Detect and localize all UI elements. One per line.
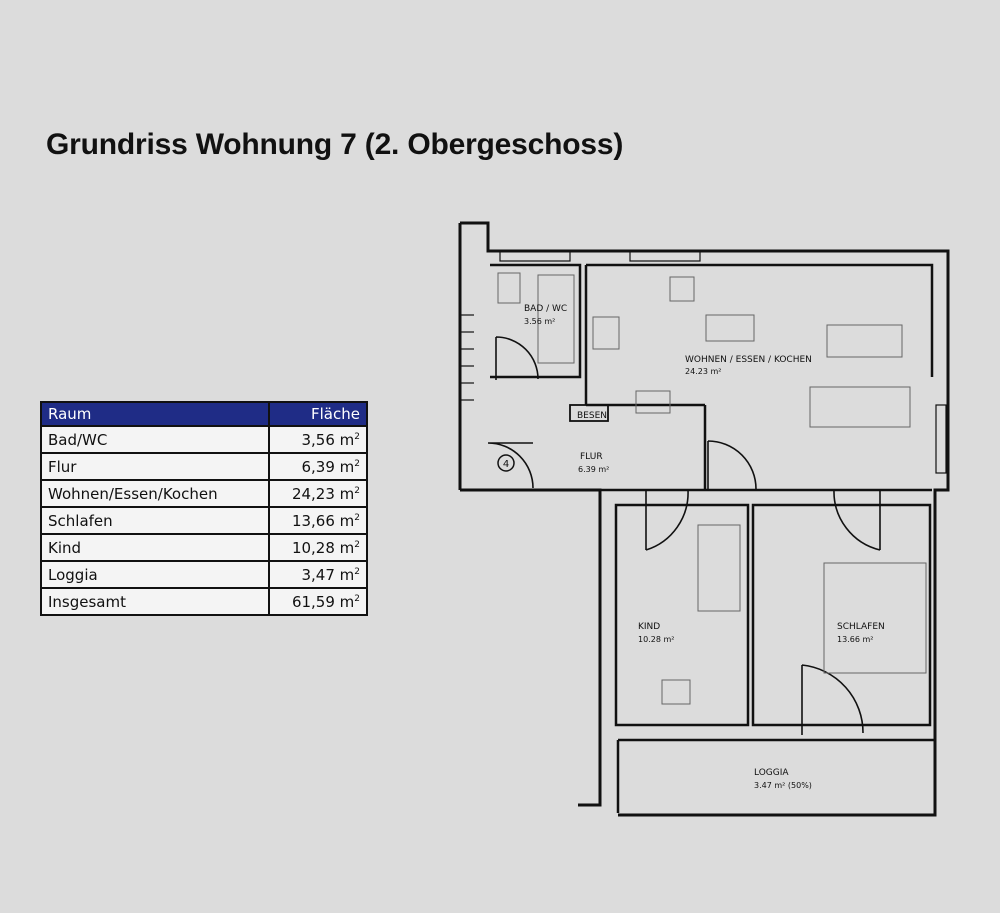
table-header-row: Raum Fläche [40, 401, 368, 427]
room-name: Schlafen [40, 506, 270, 535]
room-label-bad: BAD / WC [524, 304, 567, 314]
room-area-bad: 3.56 m² [524, 317, 555, 326]
room-area-kind: 10.28 m² [638, 635, 674, 644]
room-label-loggia: LOGGIA [754, 768, 789, 778]
table-row: Loggia 3,47 m2 [40, 560, 368, 589]
floor-plan: 4 BAD / WC 3.56 m² WOHNEN / ESSEN / KOCH… [458, 221, 950, 817]
room-area: 3,56 m2 [268, 425, 368, 454]
windows [460, 250, 947, 474]
doors [487, 336, 881, 735]
table-row-total: Insgesamt 61,59 m2 [40, 587, 368, 616]
room-name: Kind [40, 533, 270, 562]
header-room: Raum [40, 401, 270, 427]
header-area: Fläche [268, 401, 368, 427]
table-row: Wohnen/Essen/Kochen 24,23 m2 [40, 479, 368, 508]
room-area-wohnen: 24.23 m² [685, 367, 721, 376]
table-row: Schlafen 13,66 m2 [40, 506, 368, 535]
room-area-flur: 6.39 m² [578, 465, 609, 474]
room-area: 13,66 m2 [268, 506, 368, 535]
entry-number-badge [497, 454, 515, 472]
room-label-schlafen: SCHLAFEN [837, 622, 885, 632]
room-label-kind: KIND [638, 622, 660, 632]
interior-walls [460, 263, 935, 813]
room-area: 10,28 m2 [268, 533, 368, 562]
room-area: 61,59 m2 [268, 587, 368, 616]
room-area-schlafen: 13.66 m² [837, 635, 873, 644]
room-area-loggia: 3.47 m² (50%) [754, 781, 812, 790]
entry-number: 4 [503, 459, 509, 470]
room-name: Insgesamt [40, 587, 270, 616]
page-title: Grundriss Wohnung 7 (2. Obergeschoss) [46, 128, 624, 161]
room-area: 24,23 m2 [268, 479, 368, 508]
table-row: Bad/WC 3,56 m2 [40, 425, 368, 454]
room-name: Bad/WC [40, 425, 270, 454]
furniture [497, 272, 927, 705]
room-name: Loggia [40, 560, 270, 589]
room-area: 6,39 m2 [268, 452, 368, 481]
room-name: Flur [40, 452, 270, 481]
room-label-wohnen: WOHNEN / ESSEN / KOCHEN [685, 355, 812, 365]
area-table: Raum Fläche Bad/WC 3,56 m2 Flur 6,39 m2 … [40, 401, 368, 616]
table-row: Kind 10,28 m2 [40, 533, 368, 562]
room-label-besen: BESEN [577, 411, 607, 421]
table-row: Flur 6,39 m2 [40, 452, 368, 481]
room-label-flur: FLUR [580, 452, 603, 462]
room-name: Wohnen/Essen/Kochen [40, 479, 270, 508]
room-area: 3,47 m2 [268, 560, 368, 589]
